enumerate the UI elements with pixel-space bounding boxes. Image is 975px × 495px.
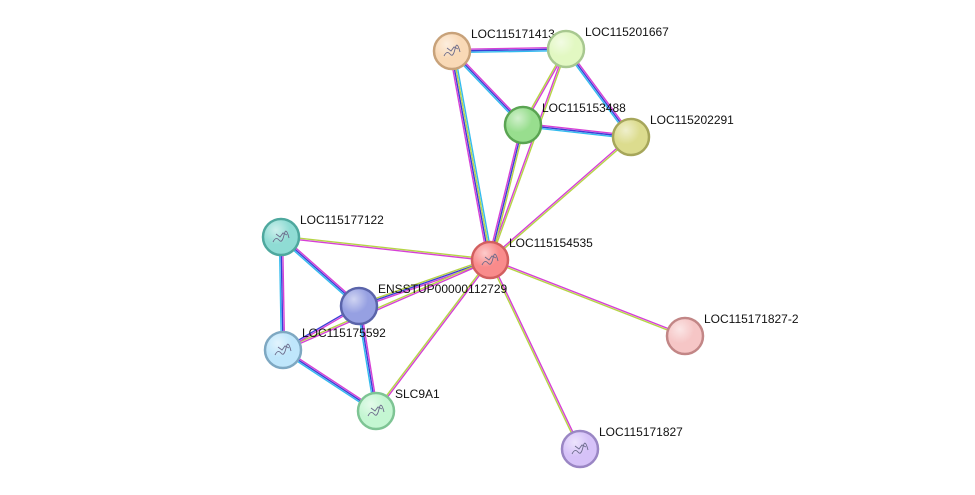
edge-line: [489, 135, 631, 260]
node-label: SLC9A1: [395, 387, 440, 401]
node-loc115171413[interactable]: LOC115171413: [432, 27, 555, 71]
edge-loc115154535-loc115171827[interactable]: [488, 259, 582, 450]
edge-loc115154535-loc115175592[interactable]: [282, 258, 491, 352]
node-highlight: [563, 432, 597, 466]
node-highlight: [435, 34, 469, 68]
node-loc115201667[interactable]: LOC115201667: [546, 25, 669, 69]
node-label: LOC115171827: [599, 425, 683, 439]
edge-loc115154535-loc115153488[interactable]: [487, 124, 526, 261]
nodes-layer: LOC115154535 LOC115171413 LOC115201667LOC1…: [261, 25, 799, 469]
node-highlight: [549, 32, 583, 66]
edge-loc115154535-ensstup00000112729[interactable]: [358, 257, 491, 309]
node-highlight: [264, 220, 298, 254]
node-highlight: [359, 394, 393, 428]
node-highlight: [506, 108, 540, 142]
node-highlight: [614, 120, 648, 154]
edge-line: [376, 260, 492, 412]
edge-loc115154535-loc115201667[interactable]: [488, 48, 568, 261]
edge-line: [488, 48, 566, 260]
node-label: LOC115153488: [542, 101, 626, 115]
node-label: LOC115171827-2: [704, 312, 799, 326]
node-label: LOC115175592: [302, 326, 386, 340]
edge-line: [487, 124, 523, 260]
edge-line: [358, 257, 490, 306]
node-label: LOC115202291: [650, 113, 734, 127]
edge-loc115154535-loc115171827-2[interactable]: [489, 258, 686, 338]
node-ensstup00000112729[interactable]: ENSSTUP00000112729: [339, 282, 508, 326]
edge-line: [448, 51, 489, 261]
edge-line: [359, 260, 491, 309]
protein-structure-icon: [274, 343, 292, 356]
protein-structure-icon: [272, 230, 290, 243]
edge-line: [374, 259, 490, 411]
edge-line: [452, 50, 492, 260]
edge-loc115154535-slc9a1[interactable]: [374, 259, 492, 412]
node-label: LOC115171413: [471, 27, 555, 41]
edge-line: [490, 125, 526, 261]
node-loc115175592[interactable]: LOC115175592: [263, 326, 386, 370]
edge-line: [280, 237, 490, 262]
edge-line: [490, 137, 632, 262]
node-highlight: [473, 243, 507, 277]
edge-line: [358, 259, 491, 307]
edge-line: [490, 258, 686, 336]
edge-line: [450, 51, 490, 261]
node-loc115177122[interactable]: LOC115177122: [261, 213, 384, 257]
edge-line: [453, 50, 494, 260]
node-loc115153488[interactable]: LOC115153488: [503, 101, 626, 145]
edge-loc115154535-loc115202291[interactable]: [489, 135, 632, 262]
node-loc115171827[interactable]: LOC115171827: [560, 425, 683, 469]
edge-line: [489, 260, 685, 338]
edge-line: [282, 258, 490, 350]
node-highlight: [668, 319, 702, 353]
edge-line: [281, 235, 491, 260]
node-highlight: [342, 289, 376, 323]
node-label: LOC115201667: [585, 25, 669, 39]
node-label: LOC115154535: [509, 236, 593, 250]
protein-structure-icon: [481, 253, 499, 266]
node-loc115171827-2[interactable]: LOC115171827-2: [665, 312, 799, 356]
edge-line: [490, 49, 568, 261]
edge-loc115154535-loc115171413[interactable]: [448, 50, 494, 261]
edge-line: [490, 259, 582, 449]
protein-structure-icon: [443, 44, 461, 57]
node-label: LOC115177122: [300, 213, 384, 227]
protein-structure-icon: [367, 404, 385, 417]
node-loc115154535[interactable]: LOC115154535: [470, 236, 593, 280]
edge-loc115154535-loc115177122[interactable]: [280, 235, 491, 262]
node-loc115202291[interactable]: LOC115202291: [611, 113, 734, 157]
node-highlight: [266, 333, 300, 367]
node-label: ENSSTUP00000112729: [378, 282, 508, 296]
node-slc9a1[interactable]: SLC9A1: [356, 387, 440, 431]
edge-line: [283, 260, 491, 352]
edge-line: [488, 260, 580, 450]
protein-structure-icon: [571, 442, 589, 455]
edge-line: [489, 124, 524, 261]
